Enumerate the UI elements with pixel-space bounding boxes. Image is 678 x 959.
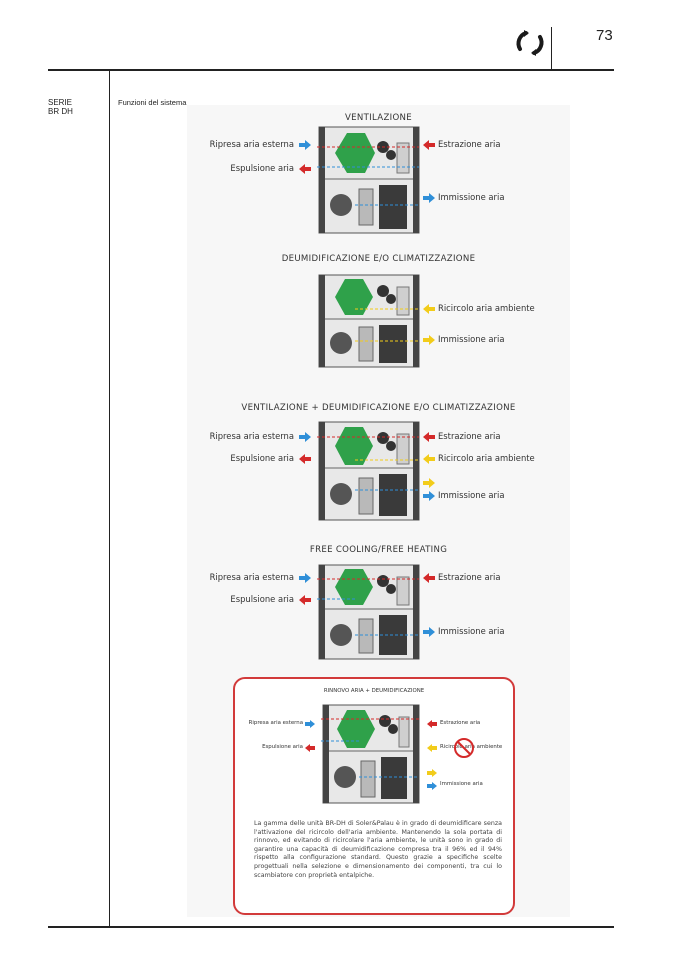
red-arrow-icon bbox=[299, 595, 311, 605]
label-left: Espulsione aria bbox=[262, 744, 303, 750]
series-label: SERIE BR DH bbox=[48, 98, 73, 116]
diagram-title: DEUMIDIFICAZIONE E/O CLIMATIZZAZIONE bbox=[281, 254, 476, 264]
label-right: Estrazione aria bbox=[438, 572, 501, 582]
unit-diagram bbox=[318, 274, 420, 368]
label-right: Estrazione aria bbox=[440, 720, 481, 726]
red-arrow-icon bbox=[423, 140, 435, 150]
label-right: Immissione aria bbox=[438, 192, 505, 202]
series-line-2: BR DH bbox=[48, 107, 73, 116]
yellow-arrow-icon bbox=[423, 454, 435, 464]
blue-arrow-icon bbox=[299, 140, 311, 150]
label-left: Ripresa aria esterna bbox=[209, 139, 294, 149]
unit-diagram bbox=[317, 564, 420, 660]
label-left: Espulsione aria bbox=[230, 163, 294, 173]
label-right: Ricircolo aria ambiente bbox=[440, 744, 503, 750]
label-right: Estrazione aria bbox=[438, 139, 501, 149]
unit-diagram bbox=[317, 126, 420, 234]
yellow-arrow-icon bbox=[423, 304, 435, 314]
highlight-title: RINNOVO ARIA + DEUMIDIFICAZIONE bbox=[323, 688, 425, 694]
label-right: Immissione aria bbox=[438, 490, 505, 500]
blue-arrow-icon bbox=[299, 432, 311, 442]
highlight-box: RINNOVO ARIA + DEUMIDIFICAZIONE Ripresa … bbox=[233, 677, 515, 915]
label-left: Ripresa aria esterna bbox=[209, 431, 294, 441]
blue-arrow-icon bbox=[423, 193, 435, 203]
header-divider-vertical bbox=[551, 27, 552, 69]
blue-arrow-icon bbox=[423, 491, 435, 501]
red-arrow-icon bbox=[299, 454, 311, 464]
section-title: Funzioni del sistema bbox=[118, 98, 187, 107]
yellow-arrow-icon bbox=[423, 335, 435, 345]
label-right: Immissione aria bbox=[438, 334, 505, 344]
diagram-title: VENTILAZIONE + DEUMIDIFICAZIONE E/O CLIM… bbox=[241, 403, 516, 413]
highlight-description: La gamma delle unità BR-DH di Soler&Pala… bbox=[254, 820, 502, 879]
red-arrow-icon bbox=[427, 720, 437, 728]
prohibited-icon bbox=[454, 738, 474, 758]
series-line-1: SERIE bbox=[48, 98, 73, 107]
label-right: Immissione aria bbox=[440, 781, 483, 787]
red-arrow-icon bbox=[423, 573, 435, 583]
blue-arrow-icon bbox=[423, 627, 435, 637]
label-right: Ricircolo aria ambiente bbox=[438, 303, 535, 313]
label-right: Ricircolo aria ambiente bbox=[438, 453, 535, 463]
blue-arrow-icon bbox=[427, 782, 437, 790]
label-right: Immissione aria bbox=[438, 626, 505, 636]
bottom-rule bbox=[48, 926, 614, 928]
unit-diagram bbox=[317, 421, 420, 521]
top-rule bbox=[48, 69, 614, 71]
red-arrow-icon bbox=[305, 744, 315, 752]
red-arrow-icon bbox=[423, 432, 435, 442]
unit-diagram bbox=[321, 704, 420, 804]
label-left: Ripresa aria esterna bbox=[248, 720, 303, 726]
circular-arrows-icon bbox=[516, 30, 544, 56]
blue-arrow-icon bbox=[299, 573, 311, 583]
system-functions-figure: VENTILAZIONE Ripresa aria esterna Espuls… bbox=[187, 105, 570, 917]
label-left: Espulsione aria bbox=[230, 594, 294, 604]
yellow-arrow-icon bbox=[427, 744, 437, 752]
label-right: Estrazione aria bbox=[438, 431, 501, 441]
label-left: Ripresa aria esterna bbox=[209, 572, 294, 582]
yellow-arrow-icon bbox=[423, 478, 435, 488]
diagram-title: VENTILAZIONE bbox=[344, 113, 413, 123]
blue-arrow-icon bbox=[305, 720, 315, 728]
logo bbox=[514, 27, 546, 59]
sidebar-divider bbox=[109, 71, 110, 927]
red-arrow-icon bbox=[299, 164, 311, 174]
diagram-title: FREE COOLING/FREE HEATING bbox=[309, 545, 448, 555]
yellow-arrow-icon bbox=[427, 769, 437, 777]
page-number: 73 bbox=[596, 27, 613, 44]
label-left: Espulsione aria bbox=[230, 453, 294, 463]
